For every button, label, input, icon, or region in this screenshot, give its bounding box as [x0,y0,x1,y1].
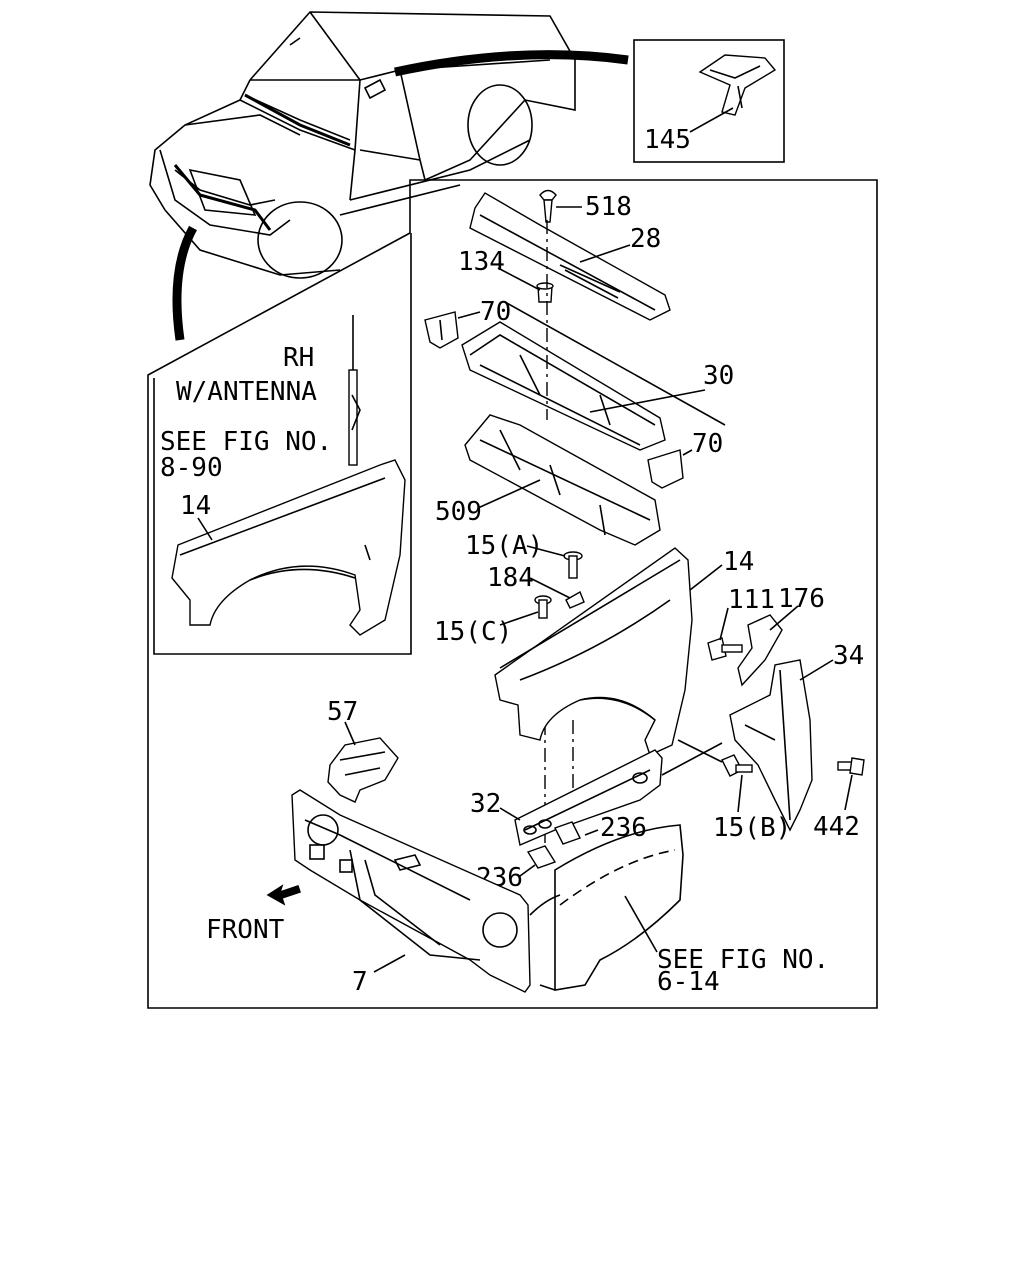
callout-70-left: 70 [480,297,511,327]
note-see-fig-1: SEE FIG NO. [160,427,332,457]
callout-7: 7 [352,967,368,997]
callout-134: 134 [458,247,505,277]
part-15c-bolt [534,595,552,619]
part-111-bolt [707,637,743,661]
inset-fender-drawing [171,459,406,636]
callout-32: 32 [470,789,501,819]
antenna-drawing [348,315,361,466]
part-7-radiator-support [291,789,531,993]
part-34-inner-panel [729,659,813,832]
inset-box-antenna [153,233,412,655]
main-frame [147,179,878,1009]
callout-509: 509 [435,497,482,527]
part-70-bracket-left [424,311,459,349]
callout-176: 176 [778,584,825,614]
callout-111: 111 [728,585,775,615]
note-see-fig-1-num: 8-90 [160,453,223,483]
callout-57: 57 [327,697,358,727]
part-30-cowl-panel [461,321,666,451]
callout-236-right: 236 [600,813,647,843]
front-arrow-icon [266,884,301,906]
front-fender-reference [529,824,684,991]
detail-box-145 [633,39,785,163]
callout-30: 30 [703,361,734,391]
part-145-drawing [698,54,777,116]
part-236-bracket-b [554,821,581,845]
callout-442: 442 [813,812,860,842]
callout-15c: 15(C) [434,617,512,647]
part-236-bracket-a [526,845,557,869]
part-176-bracket [737,614,783,687]
callout-518: 518 [585,192,632,222]
callout-15a: 15(A) [465,531,543,561]
note-antenna: W/ANTENNA [176,377,317,407]
callout-70-right: 70 [692,429,723,459]
note-see-fig-2-num: 6-14 [657,967,720,997]
part-15a-bolt [563,551,583,579]
callout-14-inset: 14 [180,491,211,521]
callout-184: 184 [487,563,534,593]
part-57-support [327,737,399,803]
note-rh: RH [283,343,314,373]
callout-15b: 15(B) [713,813,791,843]
part-32-apron [514,749,663,846]
callout-28: 28 [630,224,661,254]
part-442-bolt [837,757,865,776]
pointer-curve-left [172,225,197,341]
part-28-cowl-top [469,192,671,321]
pointer-curve-top [394,50,629,77]
note-see-fig-2: SEE FIG NO. [657,945,829,975]
part-184-clip [565,590,585,609]
callout-14-main: 14 [723,547,754,577]
callout-34: 34 [833,641,864,671]
part-518-screw [539,189,557,223]
note-front: FRONT [206,915,285,945]
callout-145: 145 [644,125,691,155]
part-15b-bolt [721,754,753,777]
part-509-lower-cowl [464,414,661,546]
part-70-bracket-right [647,449,684,489]
part-134-grommet [536,282,554,303]
